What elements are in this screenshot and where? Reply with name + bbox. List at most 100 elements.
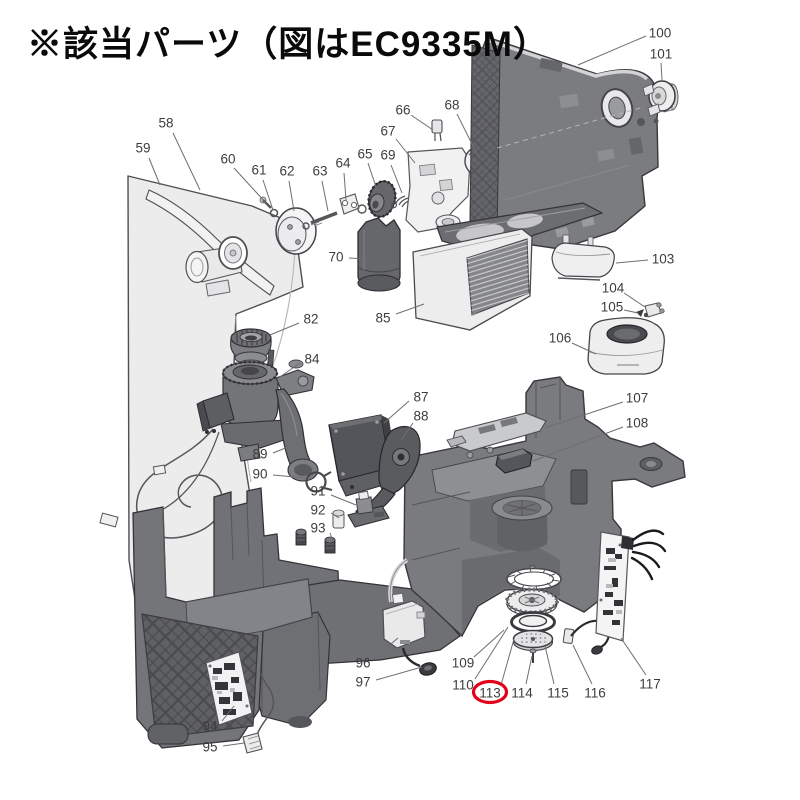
part-plate-107 [446, 412, 547, 452]
callout-line-103 [615, 259, 649, 264]
callout-line-108 [532, 426, 624, 462]
callout-label-101: 101 [650, 47, 673, 62]
callout-label-88: 88 [413, 409, 428, 424]
callout-label-109: 109 [452, 656, 475, 671]
part-motor-70 [357, 217, 401, 292]
callout-line-63 [321, 180, 329, 212]
gasket-ring-113 [510, 611, 556, 633]
shaft-63 [310, 211, 338, 225]
callout-line-89 [272, 446, 289, 454]
part-duct-89 [275, 388, 319, 482]
callout-line-95 [222, 742, 245, 747]
callout-label-100: 100 [649, 26, 672, 41]
part-tray-assembly-85 [412, 202, 604, 331]
part-ring-stack [505, 565, 562, 663]
callout-line-59 [148, 157, 161, 186]
callout-line-110 [474, 626, 509, 680]
callout-label-60: 60 [220, 152, 235, 167]
part-sensor-97 [401, 647, 437, 676]
callout-label-63: 63 [312, 164, 327, 179]
part-back-panel-100 [469, 36, 659, 250]
callout-line-66 [410, 114, 434, 131]
screw-114 [529, 648, 537, 663]
part-block-108 [495, 448, 533, 474]
callout-label-97: 97 [355, 675, 370, 690]
callout-label-108: 108 [626, 416, 649, 431]
callout-label-105: 105 [601, 300, 624, 315]
callout-line-106 [571, 342, 597, 355]
callout-line-94 [221, 705, 235, 722]
callout-label-61: 61 [251, 163, 266, 178]
callout-label-104: 104 [602, 281, 625, 296]
callout-line-65 [367, 162, 378, 191]
callout-label-90: 90 [252, 467, 267, 482]
callout-line-67 [395, 138, 416, 164]
callout-label-62: 62 [279, 164, 294, 179]
callout-line-88 [400, 422, 414, 441]
callout-line-100 [577, 35, 647, 66]
callout-label-67: 67 [380, 124, 395, 139]
callout-label-113: 113 [479, 686, 501, 701]
callout-line-93 [329, 532, 334, 542]
callout-label-89: 89 [252, 447, 267, 462]
part-chassis [403, 376, 686, 638]
callout-label-115: 115 [547, 686, 569, 701]
callout-label-84: 84 [304, 352, 320, 367]
callout-line-58 [172, 132, 201, 191]
part-knob-101 [642, 80, 679, 124]
steam-knob [185, 250, 209, 284]
callout-label-69: 69 [380, 148, 395, 163]
part-thermostat-96 [382, 558, 426, 649]
callout-line-107 [544, 401, 624, 429]
callout-line-96 [374, 637, 399, 658]
part-connector-95 [242, 672, 275, 754]
part-pcb-94 [205, 651, 253, 726]
callout-label-82: 82 [303, 312, 318, 327]
callout-line-90 [272, 474, 307, 479]
callout-label-94: 94 [202, 719, 218, 734]
callout-line-101 [660, 62, 663, 81]
washer-61 [269, 208, 279, 218]
callout-line-62 [288, 180, 295, 212]
callout-label-91: 91 [310, 484, 325, 499]
part-disc-62 [275, 207, 317, 255]
callout-line-109 [473, 629, 505, 658]
callout-line-105 [623, 309, 639, 314]
callout-label-68: 68 [444, 98, 459, 113]
pcb-wires [630, 529, 667, 581]
callout-line-104 [623, 292, 646, 308]
callout-label-70: 70 [328, 250, 343, 265]
callout-line-117 [620, 637, 647, 676]
part-104-105 [636, 302, 665, 318]
callout-label-107: 107 [626, 391, 649, 406]
gear-65 [367, 179, 397, 219]
callout-line-116 [572, 644, 593, 685]
callout-line-82 [269, 322, 300, 336]
link-64 [339, 193, 360, 215]
callout-line-113 [500, 638, 515, 686]
callout-label-116: 116 [584, 686, 606, 701]
callout-label-87: 87 [413, 390, 428, 405]
part-clamp-90 [305, 471, 333, 493]
callout-line-115 [544, 645, 555, 685]
callout-line-85 [395, 303, 425, 315]
drive-train-small-parts [259, 179, 417, 230]
callout-line-70 [348, 257, 367, 260]
callout-label-114: 114 [511, 686, 533, 701]
callout-line-97 [375, 666, 423, 681]
part-valve-91 [347, 490, 390, 528]
wavy-ring [506, 567, 562, 591]
callout-label-110: 110 [452, 678, 474, 693]
page-title: ※該当パーツ（図はEC9335M） [27, 25, 549, 64]
callout-line-87 [383, 400, 410, 424]
part-funnel-82 [230, 328, 272, 369]
part-container-106 [587, 317, 665, 375]
callout-label-59: 59 [135, 141, 150, 156]
callout-label-103: 103 [652, 252, 675, 267]
callout-label-93: 93 [310, 521, 325, 536]
part-grinder-84 [196, 349, 315, 462]
clip-66 [431, 119, 443, 142]
